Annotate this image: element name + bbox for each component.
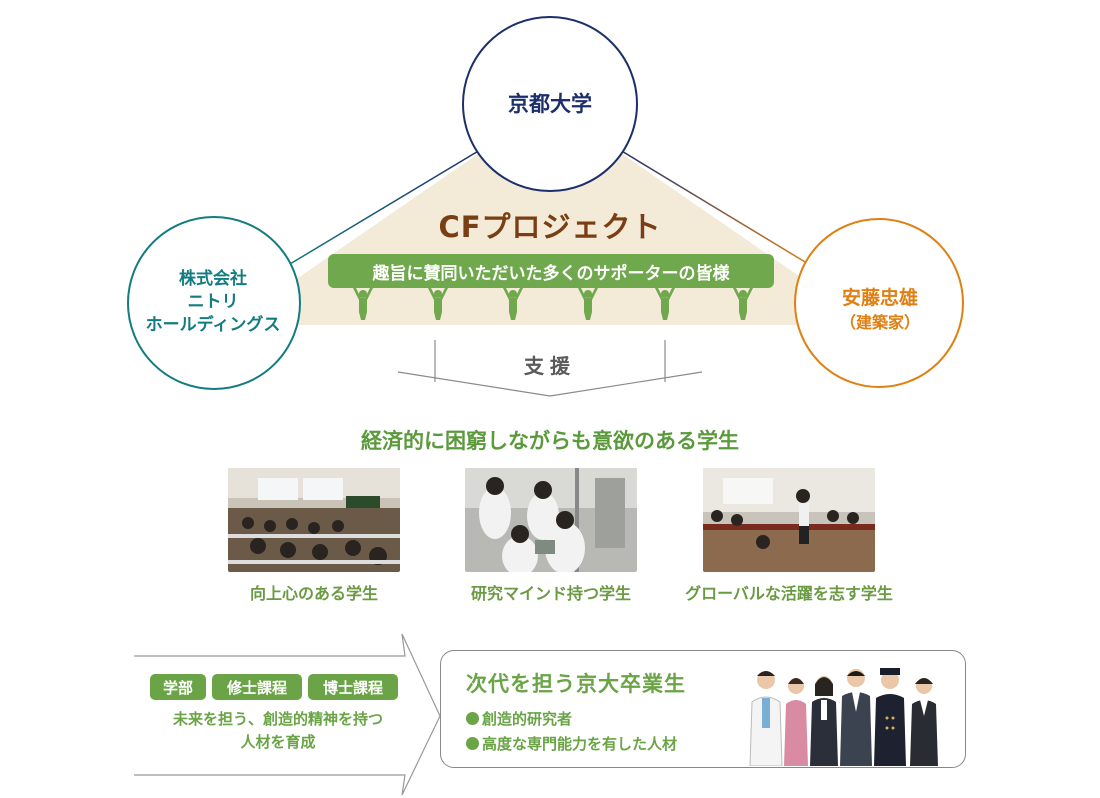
student-caption-3: グローバルな活躍を志す学生 xyxy=(685,584,893,603)
graduate-item-1: 創造的研究者 xyxy=(466,708,572,729)
edge-right xyxy=(619,149,816,269)
badge-masters: 修士課程 xyxy=(212,674,302,700)
lecture-hall-photo xyxy=(228,468,400,572)
supporters-text: 趣旨に賛同いただいた多くのサポーターの皆様 xyxy=(372,263,730,284)
ando-name: 安藤忠雄 xyxy=(841,287,918,309)
supporter-figure-icon xyxy=(500,288,526,320)
ando-label: 安藤忠雄 （建築家） xyxy=(800,286,960,333)
supporter-figure-icon xyxy=(652,288,678,320)
graduate-item-2: 高度な専門能力を有した人材 xyxy=(466,733,677,754)
supporter-figure-icon xyxy=(730,288,756,320)
project-title: CFプロジェクト xyxy=(438,210,662,244)
graduate-item-1-text: 創造的研究者 xyxy=(482,710,573,728)
nitori-line3: ホールディングス xyxy=(145,314,281,335)
programs-text-line2: 人材を育成 xyxy=(240,732,316,751)
programs-text-line1: 未来を担う、創造的精神を持つ xyxy=(172,710,383,728)
graduate-item-2-text: 高度な専門能力を有した人材 xyxy=(482,735,678,753)
lab-research-photo xyxy=(465,468,637,572)
student-caption-1: 向上心のある学生 xyxy=(249,584,378,603)
ando-role: （建築家） xyxy=(839,312,920,332)
badge-undergrad: 学部 xyxy=(150,674,206,700)
kyoto-university-label: 京都大学 xyxy=(470,90,630,118)
nitori-line2: ニトリ xyxy=(187,291,239,312)
ando-circle xyxy=(794,218,964,388)
student-caption-2: 研究マインド持つ学生 xyxy=(470,584,631,603)
support-label: 支援 xyxy=(524,354,576,378)
supporter-figure-icon xyxy=(425,288,451,320)
kyoto-name: 京都大学 xyxy=(508,91,592,116)
bullet-icon xyxy=(466,737,479,750)
nitori-circle xyxy=(127,216,301,390)
supporter-figure-icon xyxy=(350,288,376,320)
graduates-title: 次代を担う京大卒業生 xyxy=(466,672,686,696)
badge-doctoral: 博士課程 xyxy=(308,674,398,700)
edge-left xyxy=(279,149,481,271)
nitori-label: 株式会社 ニトリ ホールディングス xyxy=(128,268,298,337)
students-heading: 経済的に困窮しながらも意欲のある学生 xyxy=(361,429,739,453)
programs-description: 未来を担う、創造的精神を持つ 人材を育成 xyxy=(148,708,408,753)
supporter-figure-icon xyxy=(575,288,601,320)
nitori-line1: 株式会社 xyxy=(179,269,247,289)
kyoto-circle xyxy=(462,16,638,192)
bullet-icon xyxy=(466,712,479,725)
supporters-banner: 趣旨に賛同いただいた多くのサポーターの皆様 xyxy=(328,254,774,288)
professionals-group-icon xyxy=(742,662,962,767)
support-arrow xyxy=(397,340,703,397)
seminar-discussion-photo xyxy=(703,468,875,572)
